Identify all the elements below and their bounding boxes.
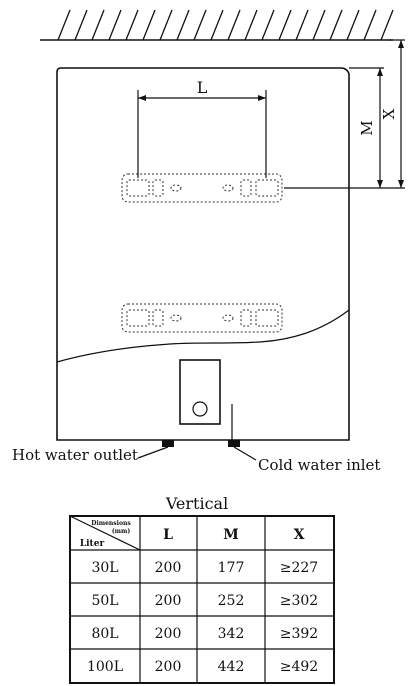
- dimension-x-label: X: [380, 108, 398, 119]
- dimension-m-x: M X: [284, 39, 405, 189]
- row-50l-liter: 50L: [91, 593, 118, 609]
- mounting-bracket-lower: [121, 303, 283, 333]
- hatch-mark: [91, 9, 105, 41]
- water-pipes: [137, 440, 257, 461]
- tank-body: [56, 67, 350, 441]
- row-100l-l: 200: [155, 659, 182, 675]
- hatch-mark: [380, 9, 394, 41]
- row-100l-m: 442: [218, 659, 245, 675]
- table-title: Vertical: [165, 494, 228, 513]
- dimensions-table: Dimensions (mm) Liter L M X 30L 200 177 …: [69, 515, 335, 684]
- hatch-mark: [125, 9, 139, 41]
- tank-seam-line: [56, 309, 350, 363]
- table-row: 80L 200 342 ≥392: [91, 626, 318, 642]
- dimension-l: L: [137, 78, 267, 178]
- row-80l-liter: 80L: [91, 626, 118, 642]
- row-50l-m: 252: [218, 593, 245, 609]
- ceiling-hatching: [57, 9, 394, 41]
- row-50l-l: 200: [155, 593, 182, 609]
- cold-water-pipe: [228, 440, 240, 447]
- table-row: 50L 200 252 ≥302: [91, 593, 318, 609]
- hot-water-outlet-label: Hot water outlet: [12, 446, 138, 464]
- hatch-mark: [346, 9, 360, 41]
- thermostat-knob-icon: [192, 401, 208, 417]
- table-corner-liter: Liter: [80, 539, 105, 549]
- hatch-mark: [295, 9, 309, 41]
- row-50l-x: ≥302: [280, 593, 318, 609]
- cold-water-inlet-label: Cold water inlet: [258, 456, 380, 474]
- table-row: 30L 200 177 ≥227: [91, 560, 318, 576]
- table-header-l: L: [163, 527, 173, 543]
- hatch-mark: [74, 9, 88, 41]
- hatch-mark: [57, 9, 71, 41]
- dimension-m-label: M: [358, 120, 376, 135]
- hatch-mark: [278, 9, 292, 41]
- row-100l-liter: 100L: [87, 659, 123, 675]
- hatch-mark: [210, 9, 224, 41]
- ceiling: [40, 9, 394, 41]
- table-header-m: M: [223, 527, 239, 543]
- row-30l-x: ≥227: [280, 560, 318, 576]
- hatch-mark: [159, 9, 173, 41]
- row-80l-l: 200: [155, 626, 182, 642]
- hatch-mark: [244, 9, 258, 41]
- hatch-mark: [261, 9, 275, 41]
- row-80l-x: ≥392: [280, 626, 318, 642]
- hatch-mark: [176, 9, 190, 41]
- table-header-x: X: [294, 527, 305, 543]
- table-corner-unit: (mm): [112, 528, 131, 535]
- row-80l-m: 342: [218, 626, 245, 642]
- hot-water-pipe: [162, 440, 174, 447]
- hatch-mark: [363, 9, 377, 41]
- hatch-mark: [329, 9, 343, 41]
- dimension-l-label: L: [197, 78, 208, 97]
- row-30l-m: 177: [218, 560, 245, 576]
- mounting-bracket-upper: [121, 173, 283, 203]
- hatch-mark: [193, 9, 207, 41]
- hatch-mark: [312, 9, 326, 41]
- row-100l-x: ≥492: [280, 659, 318, 675]
- hatch-mark: [142, 9, 156, 41]
- hatch-mark: [227, 9, 241, 41]
- control-panel: [179, 359, 233, 440]
- table-row: 100L 200 442 ≥492: [87, 659, 318, 675]
- row-30l-liter: 30L: [91, 560, 118, 576]
- row-30l-l: 200: [155, 560, 182, 576]
- hatch-mark: [108, 9, 122, 41]
- table-corner-dimensions: Dimensions: [91, 520, 131, 527]
